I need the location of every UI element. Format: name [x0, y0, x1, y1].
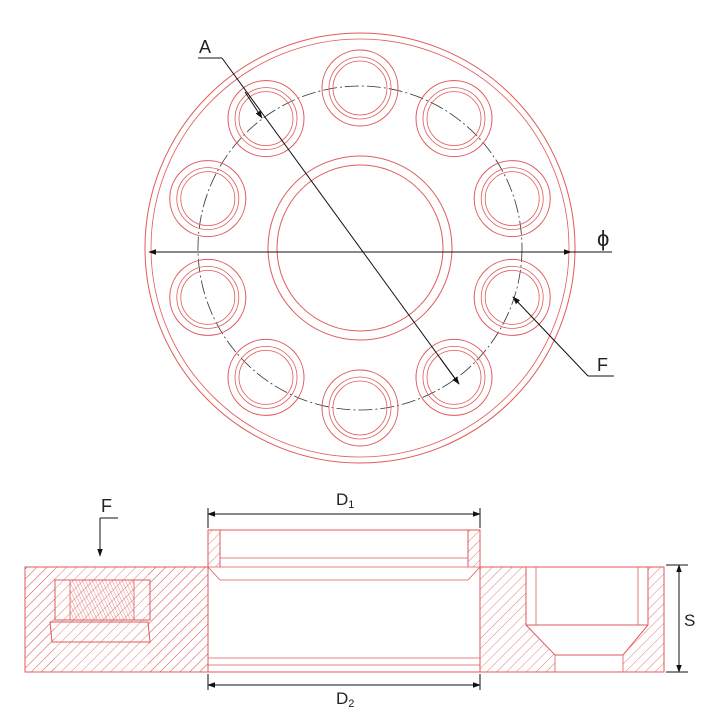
bolt-hole-chamfer	[328, 56, 392, 120]
d2-dimension: D2	[207, 674, 481, 710]
flange-outer-edge	[144, 32, 576, 464]
bolt-hole-counterbore	[227, 338, 305, 416]
bolt-hole-counterbore	[321, 49, 399, 127]
thread-hole-counterbore	[49, 621, 151, 643]
bolt-hole	[473, 160, 551, 238]
bolt-hole-bore	[426, 349, 482, 405]
bolt-hole-counterbore	[473, 160, 551, 238]
bore-chamfer-r	[467, 566, 481, 581]
bolt-hole-counterbore	[473, 258, 551, 336]
bolt-hole-counterbore	[227, 80, 305, 158]
bolt-hole-bore	[484, 269, 540, 325]
bolt-hole	[415, 338, 493, 416]
label-s: S	[684, 611, 695, 630]
bolt-hole	[169, 258, 247, 336]
bolt-hole-bore	[484, 171, 540, 227]
section-hatch-right-web	[480, 567, 555, 672]
section-hatch-left-body	[25, 567, 55, 672]
bolt-hole-chamfer	[234, 87, 298, 150]
section-hatch-left-web	[148, 567, 208, 672]
leader-f-plan: F	[512, 296, 614, 377]
bolt-hole-bore	[332, 60, 388, 116]
bolt-hole	[169, 160, 247, 238]
label-d1: D1	[336, 490, 354, 511]
bolt-hole	[227, 338, 305, 416]
section-hatch-hub-right	[468, 530, 480, 567]
bolt-hole-chamfer	[328, 376, 392, 440]
bolt-circle-centerline	[197, 85, 523, 411]
bolt-hole	[321, 369, 399, 447]
diameter-symbol: ϕ	[597, 226, 609, 251]
label-f-plan: F	[597, 355, 608, 375]
bolt-hole-bore	[180, 269, 236, 325]
label-d2: D2	[336, 689, 354, 710]
bolt-hole-chamfer	[480, 167, 544, 231]
leader-f-diagonal	[512, 296, 589, 377]
bolt-hole-counterbore	[415, 80, 493, 158]
bolt-hole-bore	[238, 91, 294, 146]
bolt-hole-chamfer	[176, 265, 240, 329]
diameter-dimension: ϕ	[148, 226, 612, 255]
flange-outer-chamfer	[150, 38, 570, 458]
bolt-hole-bore	[332, 380, 388, 436]
section-view	[24, 529, 665, 673]
bolt-hole-counterbore	[415, 338, 493, 416]
bolt-holes	[169, 49, 551, 447]
bolt-hole-bore	[180, 171, 236, 227]
bolt-hole	[227, 80, 305, 158]
section-hatch-hub-left	[208, 530, 220, 567]
bolt-hole-counterbore	[321, 369, 399, 447]
label-f-section: F	[101, 496, 112, 516]
bore-chamfer-l	[207, 566, 221, 581]
bolt-hole-chamfer	[422, 87, 486, 150]
bolt-hole-bore	[238, 349, 294, 405]
d1-dimension: D1	[207, 490, 481, 528]
plan-view	[144, 32, 576, 464]
center-bore-inner	[276, 164, 444, 332]
leader-f-section: F	[97, 496, 118, 557]
leader-a-arrow-near	[244, 91, 263, 119]
bolt-hole-chamfer	[176, 167, 240, 231]
s-dimension: S	[666, 564, 695, 673]
thread-hole-outline	[54, 579, 151, 621]
leader-a-arrow-far	[439, 357, 460, 385]
bolt-hole-chamfer	[480, 265, 544, 329]
bolt-hole	[321, 49, 399, 127]
section-hatch-right-body	[623, 567, 664, 672]
bolt-hole-counterbore	[169, 258, 247, 336]
bolt-hole	[415, 80, 493, 158]
counterbore-right	[525, 566, 649, 626]
bolt-hole-chamfer	[234, 345, 298, 409]
bolt-hole-chamfer	[422, 345, 486, 409]
center-bore-outer	[267, 155, 453, 341]
label-a: A	[199, 37, 211, 57]
thread-region	[70, 580, 134, 620]
leader-a: A	[198, 37, 460, 385]
bolt-hole	[473, 258, 551, 336]
bolt-hole-counterbore	[169, 160, 247, 238]
counterbore-right-cone	[525, 624, 649, 656]
bolt-hole-bore	[426, 91, 482, 146]
